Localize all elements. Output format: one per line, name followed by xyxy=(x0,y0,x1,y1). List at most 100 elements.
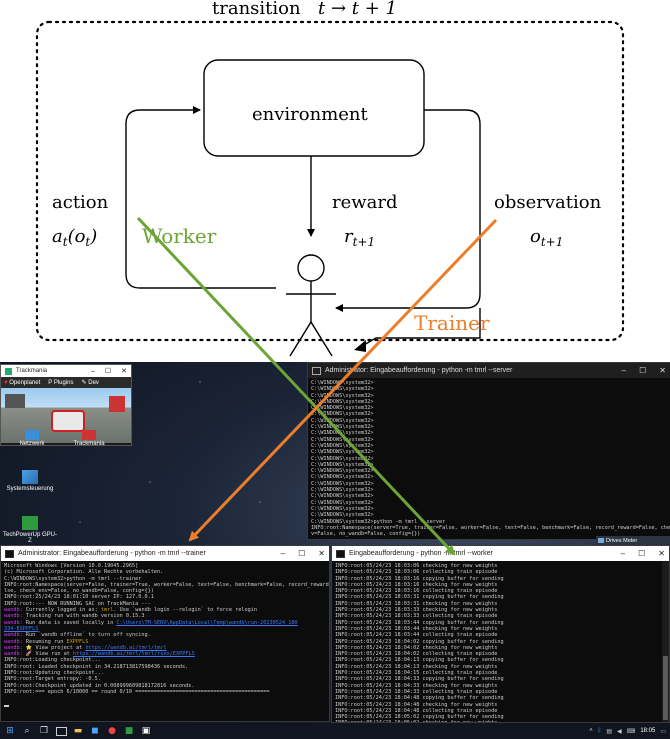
worker-titlebar[interactable]: Eingabeaufforderung - python -m tmrl --w… xyxy=(332,546,669,561)
environment-box xyxy=(203,59,425,157)
console-line: INFO:root:05/24/23 18:05:02 copying buff… xyxy=(335,714,504,721)
trackmania-title: Trackmania xyxy=(16,368,48,374)
trainer-titlebar[interactable]: Administrator: Eingabeaufforderung - pyt… xyxy=(1,546,329,561)
console-line: INFO:root:05/24/23 18:03:16 copying buff… xyxy=(335,575,504,582)
wandb-link[interactable]: tmrl xyxy=(100,607,114,614)
trackmania-window[interactable]: Trackmania – ☐ ✕ ♥ Openplanet P Plugins … xyxy=(0,364,132,446)
taskbar-console-button[interactable] xyxy=(54,725,68,737)
trackmania-icon xyxy=(82,430,96,440)
taskbar-clock[interactable]: 18:05 xyxy=(640,728,656,734)
wandb-link[interactable]: EXPPFLS xyxy=(66,638,89,645)
close-icon[interactable]: ✕ xyxy=(659,366,666,375)
wandb-prefix: wandb: xyxy=(4,619,23,626)
server-console-window[interactable]: Administrator: Eingabeaufforderung - pyt… xyxy=(307,362,670,540)
desktop-icon-systemsteuerung[interactable]: Systemsteuerung xyxy=(4,470,56,492)
trackmania-app-icon xyxy=(5,367,12,375)
menu-plugins[interactable]: P Plugins xyxy=(48,379,74,386)
maximize-icon[interactable]: ☐ xyxy=(639,366,647,375)
console-line: INFO:root:05/24/23 18:03:31 copying buff… xyxy=(335,594,504,601)
worker-console-window[interactable]: Eingabeaufforderung - python -m tmrl --w… xyxy=(331,545,670,723)
trackmania-game-view[interactable] xyxy=(1,388,131,443)
console-line: INFO:root:05/24/23 18:03:06 checking for… xyxy=(335,563,498,569)
minimize-icon[interactable]: – xyxy=(621,366,627,375)
gpu-z-icon: ■ xyxy=(124,726,134,736)
close-icon[interactable]: ✕ xyxy=(318,549,325,558)
drives-meter-gadget[interactable]: Drives Meter xyxy=(596,536,670,545)
worker-scrollbar[interactable] xyxy=(662,561,669,722)
taskbar-gpu-z-button[interactable]: ■ xyxy=(122,725,136,737)
server-titlebar[interactable]: Administrator: Eingabeaufforderung - pyt… xyxy=(308,363,670,378)
wandb-text: . Use `wandb login --relogin` to force r… xyxy=(113,607,258,614)
console-line: INFO:root:Target entropy: -0.5. xyxy=(4,676,101,683)
console-line: INFO:root:05/24/23 18:03:31 checking for… xyxy=(335,600,498,607)
wandb-line: wandb: Run `wandb offline` to turn off s… xyxy=(4,632,326,638)
wandb-link[interactable]: https://wandb.ai/tmrl/tmrl/runs/EXPPFLS xyxy=(72,651,195,658)
taskbar-task-view-button[interactable]: ❐ xyxy=(37,725,51,737)
wandb-line: wandb: 🚀 View run at https://wandb.ai/tm… xyxy=(4,651,326,657)
action-math: at(ot) xyxy=(52,226,97,249)
taskbar-search-button[interactable]: ⌕ xyxy=(20,725,34,737)
menu-dev[interactable]: ✎ Dev xyxy=(81,380,99,386)
trainer-label: Trainer xyxy=(414,311,490,335)
console-line: INFO:root:Namespace(server=False, traine… xyxy=(4,581,330,588)
cmd-icon xyxy=(5,549,14,558)
console-line: INFO:root:05/24/23 18:03:16 checking for… xyxy=(335,581,498,588)
trainer-cursor xyxy=(4,705,9,707)
console-line: INFO:root:05/24/23 18:03:06 collecting t… xyxy=(335,569,498,576)
console-line: INFO:root:05/24/23 18:05:02 checking for… xyxy=(335,720,666,722)
wandb-prefix: wandb: xyxy=(4,651,23,658)
minimize-icon[interactable]: – xyxy=(90,367,95,375)
desktop-icon-netzwerk[interactable]: Netzwerk xyxy=(14,430,50,447)
notification-icon[interactable]: ▭ xyxy=(660,728,666,735)
menu-openplanet[interactable]: ♥ Openplanet xyxy=(4,379,41,386)
wandb-prefix: wandb: xyxy=(4,644,23,651)
reward-label: reward xyxy=(332,192,398,213)
tray-bluetooth-icon[interactable]: ᛒ xyxy=(597,728,602,734)
trackmania-titlebar[interactable]: Trackmania – ☐ ✕ xyxy=(1,365,131,377)
trainer-console-window[interactable]: Administrator: Eingabeaufforderung - pyt… xyxy=(0,545,330,722)
worker-label: Worker xyxy=(142,224,217,248)
tray-network-icon[interactable]: ▤ xyxy=(606,728,613,735)
lower-feedback-arrowhead xyxy=(354,340,366,352)
minimize-icon[interactable]: – xyxy=(280,549,286,558)
rl-diagram: transition t → t + 1 environment action … xyxy=(0,0,670,362)
maximize-icon[interactable]: ☐ xyxy=(638,549,646,558)
transition-frame xyxy=(35,20,625,342)
wandb-line: wandb: Tracking run with wandb version 0… xyxy=(4,613,326,619)
tray-chevron-icon[interactable]: ˄ xyxy=(589,728,593,734)
network-icon xyxy=(25,430,39,440)
maximize-icon[interactable]: ☐ xyxy=(298,549,306,558)
taskbar-app-button[interactable]: ● xyxy=(105,725,119,737)
system-tray[interactable]: ˄ ᛒ ▤ ◀ ⌨ 18:05 ▭ xyxy=(589,728,670,735)
maximize-icon[interactable]: ☐ xyxy=(104,368,112,375)
console-line: INFO:root:25/24/23 18:01:10 server IP: 1… xyxy=(4,594,154,601)
drives-meter-label: Drives Meter xyxy=(606,537,638,544)
taskbar-trackmania-button[interactable]: ▣ xyxy=(139,725,153,737)
cmd-icon xyxy=(312,366,321,375)
console-line: INFO:root:05/24/23 18:03:33 checking for… xyxy=(335,607,498,614)
console-line: INFO:root:05/24/23 18:04:13 copying buff… xyxy=(335,657,504,664)
desktop-icon-trackmania[interactable]: Trackmania xyxy=(64,430,114,447)
console-line: INFO:root:=== epoch 6/10000 == round 0/1… xyxy=(4,688,270,695)
taskbar-explorer-button[interactable]: ▬ xyxy=(71,725,85,737)
tray-language-icon[interactable]: ⌨ xyxy=(626,728,636,735)
wandb-text: Run `wandb offline` to turn off syncing. xyxy=(22,632,151,639)
wandb-link[interactable]: C:\Users\TM-SERV\AppData\Local\Temp\wand… xyxy=(116,619,298,626)
openplanet-menubar: ♥ Openplanet P Plugins ✎ Dev xyxy=(1,377,131,388)
wandb-text: Currently logged in as: xyxy=(22,607,101,614)
close-icon[interactable]: ✕ xyxy=(658,549,665,558)
wandb-prefix: wandb: xyxy=(4,613,23,620)
taskbar-store-button[interactable]: ◼ xyxy=(88,725,102,737)
minimize-icon[interactable]: – xyxy=(620,549,626,558)
wandb-prefix: wandb: xyxy=(4,632,23,639)
console-line: INFO:root:05/24/23 18:03:44 checking for… xyxy=(335,625,498,632)
server-console-output: C:\WINDOWS\system32>C:\WINDOWS\system32>… xyxy=(308,378,670,539)
wandb-link[interactable]: https://wandb.ai/tmrl/tmrl xyxy=(85,644,167,651)
console-line: INFO:root:05/24/23 18:04:02 checking for… xyxy=(335,644,498,651)
start-button[interactable]: ⊞ xyxy=(3,725,17,737)
close-icon[interactable]: ✕ xyxy=(121,368,127,375)
tray-volume-icon[interactable]: ◀ xyxy=(617,728,622,735)
desktop-icon-gpu-z[interactable]: TechPowerUp GPU-Z xyxy=(2,516,58,544)
console-line: INFO:root:05/24/23 18:03:44 copying buff… xyxy=(335,619,504,626)
wandb-link[interactable]: 334-EXPPFLS xyxy=(4,625,39,632)
